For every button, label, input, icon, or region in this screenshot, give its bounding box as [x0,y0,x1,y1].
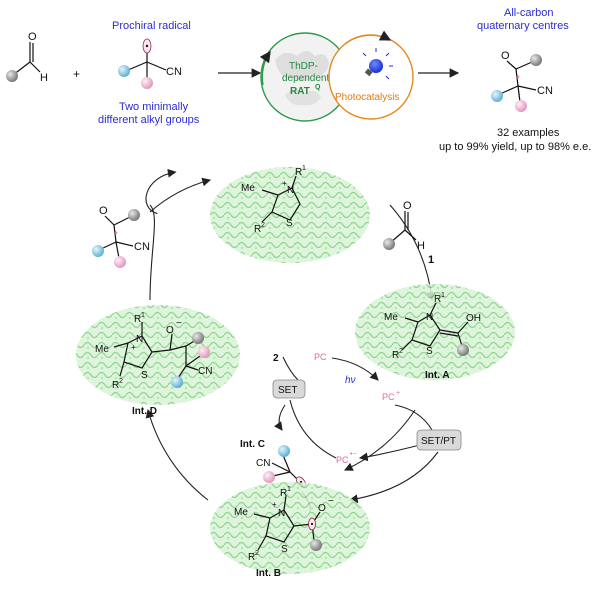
prochiral-radical-structure: CN [118,38,182,89]
two-groups-line1: Two minimally [119,101,189,113]
svg-text:H: H [417,240,425,252]
grey-ball [6,70,18,82]
pc-label: PC [314,352,327,362]
plus-sign: + [73,67,80,81]
cyan-ball [118,65,130,77]
enzyme-label-3: RAT [290,86,310,97]
svg-text:1: 1 [141,312,145,319]
svg-text:R: R [295,167,302,178]
svg-text:R: R [134,314,141,325]
set-label: SET [278,385,297,396]
aldehyde-top: O H [6,31,48,84]
svg-text:+: + [396,390,400,397]
catalyst-top: Me N + R 1 S R 2 [210,165,370,263]
two-groups-line2: different alkyl groups [98,114,200,126]
enzyme-label-sup: Q [315,84,321,91]
svg-text:OH: OH [466,313,481,324]
pc-minus-label: PC [336,455,349,465]
yield-ee-label: up to 99% yield, up to 98% e.e. [439,141,591,153]
svg-text:Me: Me [384,312,398,323]
svg-text:+: + [272,500,277,509]
pc-plus-label: PC [382,392,395,402]
svg-text:S: S [426,346,433,357]
quaternary-line2: quaternary centres [477,20,569,32]
svg-text:*: * [516,74,520,85]
svg-text:S: S [281,544,288,555]
svg-text:Me: Me [234,507,248,518]
reagent-1-label: 1 [428,254,434,266]
product-structure-top: O * CN [491,50,553,112]
svg-text:CN: CN [134,241,150,253]
set-box [272,379,306,399]
intermediate-d: Me N + R 1 S R 2 O − CN Int. D [76,305,240,417]
svg-text:R: R [434,294,441,305]
cycle-arrow-bottom-right [344,409,416,471]
intermediate-b: Me N + R 1 S R 2 O − Int. B [210,482,370,579]
prochiral-radical-label: Prochiral radical [112,20,191,32]
svg-text:Me: Me [241,183,255,194]
photocatalysis-label: Photocatalysis [335,92,399,103]
svg-text:CN: CN [198,366,212,377]
svg-text:CN: CN [537,85,553,97]
light-bulb-icon [362,48,393,80]
svg-text:S: S [141,370,148,381]
svg-text:2: 2 [119,378,123,385]
hv-label: hν [345,375,356,386]
pink-ball [141,77,153,89]
svg-text:+: + [282,179,287,188]
svg-text:O: O [166,325,174,336]
svg-text:N: N [426,312,433,323]
svg-text:Me: Me [95,344,109,355]
svg-text:2: 2 [261,222,265,229]
svg-text:+: + [131,343,136,352]
aldehyde-h: H [40,72,48,84]
examples-label: 32 examples [497,127,560,139]
svg-text:O: O [99,205,108,217]
svg-text:R: R [112,380,119,391]
set-pt-box [416,429,462,451]
svg-text:*: * [114,230,118,241]
svg-text:N: N [136,334,143,345]
set-pt-label: SET/PT [421,436,456,447]
photocatalysis-circle: Photocatalysis [328,30,414,120]
int-d-label: Int. D [132,406,157,417]
photoredox-cycle: 2 PC hν PC + PC •− SET SET/PT [272,352,462,504]
cycle-arrow-bottom-left [145,408,209,501]
svg-text:1: 1 [302,165,306,172]
svg-text:−: − [176,318,182,329]
svg-text:N: N [287,185,294,196]
int-a-label: Int. A [425,370,450,381]
svg-text:R: R [280,488,287,499]
product-structure-cycle: O * CN [92,205,150,268]
svg-text:N: N [278,508,285,519]
svg-text:2: 2 [399,348,403,355]
svg-text:•−: •− [350,451,357,458]
cycle-arrow-top-left [149,177,212,213]
svg-text:S: S [286,218,293,229]
aldehyde-o: O [28,31,37,43]
svg-text:O: O [501,50,510,62]
enzyme-label-1: ThDP- [289,61,318,72]
reagent-2-label: 2 [273,353,279,364]
svg-text:CN: CN [256,458,270,469]
svg-text:1: 1 [441,292,445,299]
svg-text:R: R [254,224,261,235]
svg-text:2: 2 [255,550,259,557]
radical-cn: CN [166,66,182,78]
svg-text:1: 1 [287,486,291,493]
int-b-label: Int. B [256,568,281,579]
intermediate-a: Me N R 1 S R 2 OH Int. A [355,284,515,381]
svg-text:R: R [392,350,399,361]
svg-text:O: O [403,200,412,212]
aldehyde-cycle: O H 1 [383,200,434,266]
product-release-arrow [145,168,177,215]
svg-text:R: R [248,552,255,563]
quaternary-line1: All-carbon [504,7,554,19]
svg-text:O: O [318,503,326,514]
svg-text:−: − [328,496,334,507]
int-c-label: Int. C [240,439,265,450]
enzyme-label-2: dependent [282,73,329,84]
